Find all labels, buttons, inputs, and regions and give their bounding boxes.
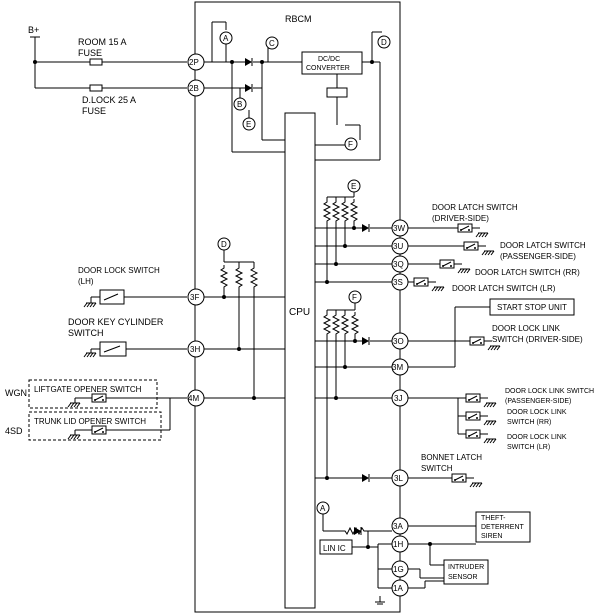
latch-driver-label-2: (DRIVER-SIDE) [432, 214, 489, 223]
room-fuse [89, 58, 103, 66]
link-lr-label-1: DOOR LOCK LINK [507, 434, 567, 441]
cpu-block [284, 112, 316, 609]
sd4-label: 4SD [5, 426, 23, 436]
room-fuse-label-1: ROOM 15 A [78, 37, 127, 47]
bonnet-label-2: SWITCH [421, 464, 453, 473]
ref-A-bottom: A [320, 504, 326, 513]
dcdc-converter-box [301, 51, 363, 75]
terminal-1A: 1A [393, 584, 403, 593]
ref-E-right: E [351, 182, 356, 191]
terminal-3F: 3F [190, 293, 199, 302]
terminal-3L: 3L [394, 474, 403, 483]
ref-F-right: F [352, 293, 357, 302]
ref-C: C [269, 39, 275, 48]
intruder-label-1: INTRUDER [448, 564, 484, 571]
liftgate-label: LIFTGATE OPENER SWITCH [34, 385, 142, 394]
latch-pass-label-2: (PASSENGER-SIDE) [500, 252, 576, 261]
ref-F-top: F [348, 140, 353, 149]
rbcm-title: RBCM [285, 14, 312, 24]
door-lock-switch-label-2: (LH) [78, 277, 94, 286]
terminal-3Q: 3Q [393, 260, 404, 269]
liftgate-group [28, 379, 158, 409]
start-stop-label: START STOP UNIT [497, 303, 567, 312]
dlock-fuse-label-1: D.LOCK 25 A [82, 95, 136, 105]
siren-label-1: THEFT- [481, 515, 506, 522]
door-lock-link-switch-driver [469, 336, 485, 346]
terminal-4M: 4M [188, 394, 199, 403]
ref-A-top: A [223, 34, 229, 43]
ref-E-top: E [246, 120, 251, 129]
door-lock-link-switch-passenger [465, 393, 481, 403]
door-key-cylinder-label-1: DOOR KEY CYLINDER [68, 317, 164, 327]
siren-label-3: SIREN [481, 533, 502, 540]
liftgate-switch [91, 393, 107, 403]
terminal-3J: 3J [394, 394, 402, 403]
dcdc-label-2: CONVERTER [306, 65, 350, 72]
intruder-label-2: SENSOR [448, 574, 478, 581]
intruder-sensor-box [443, 559, 489, 585]
latch-driver-label-1: DOOR LATCH SWITCH [432, 203, 518, 212]
terminal-3U: 3U [393, 242, 403, 251]
siren-label-2: DETERRENT [481, 524, 525, 531]
trunk-label: TRUNK LID OPENER SWITCH [34, 417, 146, 426]
link-pass-label-1: DOOR LOCK LINK SWITCH [505, 388, 594, 395]
bonnet-latch-switch [451, 473, 467, 483]
terminal-3H: 3H [190, 345, 200, 354]
terminal-2P: 2P [189, 58, 199, 67]
door-latch-switch-rr [439, 259, 455, 269]
latch-pass-label-1: DOOR LATCH SWITCH [500, 241, 586, 250]
terminal-3O: 3O [393, 337, 404, 346]
terminal-1H: 1H [393, 540, 403, 549]
link-driver-label-2: SWITCH (DRIVER-SIDE) [492, 335, 583, 344]
room-fuse-label-2: FUSE [78, 48, 102, 58]
terminal-3S: 3S [393, 278, 403, 287]
rbcm-module-box [194, 1, 401, 613]
door-lock-link-switch-lr [465, 429, 481, 439]
link-driver-label-1: DOOR LOCK LINK [492, 324, 561, 333]
ref-D-top: D [381, 38, 387, 47]
bonnet-label-1: BONNET LATCH [421, 453, 482, 462]
door-key-cylinder-label-2: SWITCH [68, 328, 104, 338]
dcdc-label-1: DC/DC [318, 56, 340, 63]
terminal-1G: 1G [393, 565, 404, 574]
battery-label: B+ [28, 25, 39, 35]
door-lock-link-switch-rr [465, 411, 481, 421]
terminal-3W: 3W [393, 224, 405, 233]
terminal-3A: 3A [393, 522, 403, 531]
latch-lr-label: DOOR LATCH SWITCH (LR) [452, 284, 556, 293]
relay-coil [326, 87, 348, 98]
link-lr-label-2: SWITCH (LR) [507, 444, 550, 451]
theft-deterrent-siren-box [475, 511, 531, 543]
terminal-3M: 3M [392, 363, 403, 372]
latch-rr-label: DOOR LATCH SWITCH (RR) [475, 268, 580, 277]
dlock-fuse-label-2: FUSE [82, 106, 106, 116]
trunk-group [28, 411, 162, 441]
trunk-switch [91, 425, 107, 435]
wgn-label: WGN [5, 388, 27, 398]
link-pass-label-2: (PASSENGER-SIDE) [505, 398, 571, 405]
door-lock-switch-label-1: DOOR LOCK SWITCH [78, 266, 160, 275]
cpu-label: CPU [289, 307, 310, 318]
link-rr-label-2: SWITCH (RR) [507, 419, 551, 426]
dlock-fuse [89, 84, 103, 92]
ref-B: B [237, 100, 242, 109]
lin-ic-label: LIN IC [323, 544, 346, 553]
terminal-2B: 2B [189, 84, 199, 93]
ref-D-left: D [221, 240, 227, 249]
door-latch-switch-driver [457, 223, 473, 233]
door-latch-switch-lr [413, 277, 429, 287]
link-rr-label-1: DOOR LOCK LINK [507, 409, 567, 416]
door-latch-switch-passenger [463, 241, 479, 251]
